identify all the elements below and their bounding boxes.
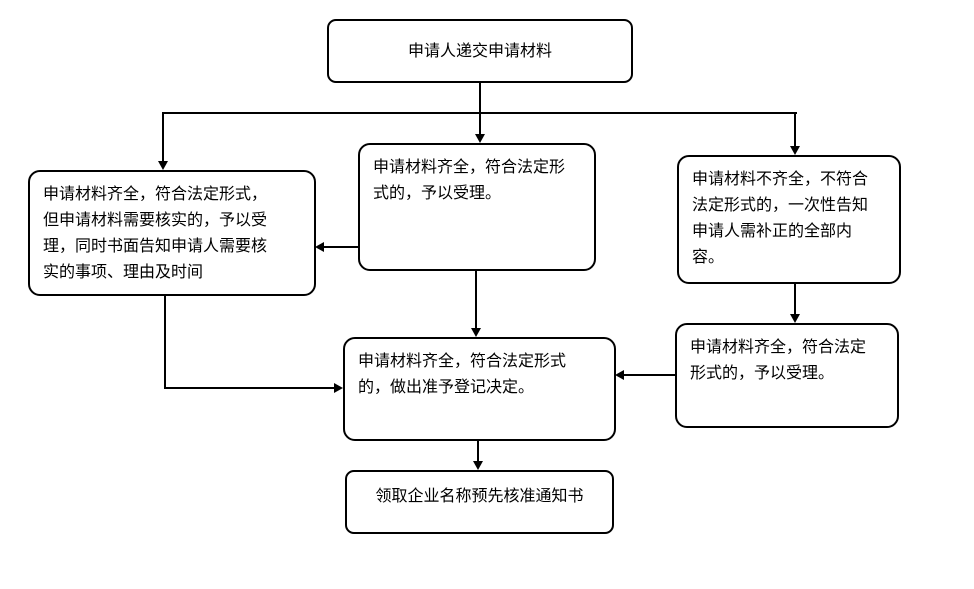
edge-verify-to-decision-hline — [164, 387, 335, 389]
node-verification-needed: 申请材料齐全，符合法定形式， 但申请材料需要核实的，予以受 理，同时书面告知申请… — [28, 170, 316, 296]
arrowhead-into-decision-top — [471, 328, 481, 337]
node-submit-materials: 申请人递交申请材料 — [327, 19, 633, 83]
edge-to-incomplete-vline — [794, 112, 796, 148]
arrowhead-into-decision-right-edge — [615, 370, 624, 380]
edge-decision-to-receive-vline — [477, 441, 479, 462]
node-incomplete-materials: 申请材料不齐全，不符合 法定形式的，一次性告知 申请人需补正的全部内 容。 — [677, 155, 901, 284]
node-receive-notice: 领取企业名称预先核准通知书 — [345, 470, 614, 534]
edge-incomplete-to-accept-right-vline — [794, 284, 796, 316]
edge-accept-middle-to-decision-vline — [475, 271, 477, 330]
arrowhead-into-receive — [473, 461, 483, 470]
node-accept-complete-middle: 申请材料齐全，符合法定形 式的，予以受理。 — [358, 143, 596, 271]
edge-to-verify-vline — [162, 112, 164, 162]
arrowhead-into-accept-middle — [475, 134, 485, 143]
edge-verify-to-decision-vline — [164, 296, 166, 389]
arrowhead-into-verify — [158, 161, 168, 170]
node-accept-complete-right: 申请材料齐全，符合法定 形式的，予以受理。 — [675, 323, 899, 428]
arrowhead-into-incomplete — [790, 146, 800, 155]
arrowhead-into-accept-right — [790, 314, 800, 323]
arrowhead-into-decision-left-edge — [334, 383, 343, 393]
edge-submit-stem-vline — [479, 83, 481, 114]
edge-accept-middle-to-verify-hline — [322, 246, 358, 248]
edge-accept-right-to-decision-hline — [622, 374, 675, 376]
arrowhead-into-verify-right-edge — [315, 242, 324, 252]
edge-to-accept-middle-vline — [479, 112, 481, 136]
node-approve-registration-decision: 申请材料齐全，符合法定形式 的，做出准予登记决定。 — [343, 337, 616, 441]
